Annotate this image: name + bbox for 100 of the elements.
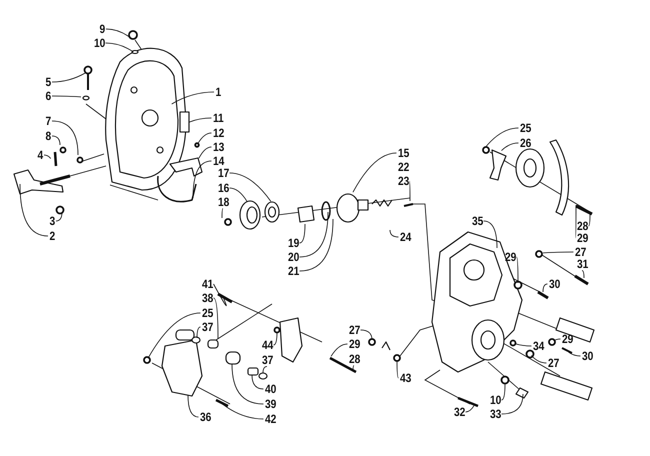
leader-line bbox=[229, 188, 248, 202]
linkage-drawing bbox=[143, 292, 303, 408]
callout-number: 40 bbox=[264, 382, 276, 396]
leader-line bbox=[501, 142, 519, 151]
leader-line bbox=[582, 270, 584, 278]
leader-line bbox=[262, 366, 268, 374]
leader-line bbox=[106, 28, 131, 38]
bolt-and-clip-drawing bbox=[329, 338, 401, 374]
callout-number: 1 bbox=[215, 86, 221, 98]
callout-number: 25 bbox=[202, 306, 213, 320]
callout-number: 14 bbox=[212, 154, 224, 168]
leader-line bbox=[198, 146, 212, 159]
leader-line bbox=[542, 252, 574, 254]
callout-number: 29 bbox=[348, 338, 360, 350]
callout-number: 4 bbox=[37, 148, 43, 162]
callout-number: 15 bbox=[398, 146, 409, 160]
leader-line bbox=[352, 365, 354, 372]
leader-line bbox=[222, 404, 264, 420]
callout-number: 5 bbox=[45, 76, 51, 88]
leader-line bbox=[588, 214, 590, 226]
callout-number: 44 bbox=[262, 338, 273, 352]
leader-line bbox=[484, 128, 519, 148]
leader-line bbox=[252, 374, 264, 390]
callout-number: 27 bbox=[348, 324, 360, 336]
callout-number: 10 bbox=[490, 394, 501, 406]
callout-number: 37 bbox=[202, 320, 213, 334]
leader-line bbox=[229, 172, 272, 202]
leader-line bbox=[198, 132, 212, 144]
leader-line bbox=[568, 352, 581, 356]
leader-line bbox=[222, 208, 224, 218]
gear-case-drawing bbox=[431, 231, 595, 408]
callout-number: 10 bbox=[94, 36, 105, 50]
callout-number: 36 bbox=[200, 410, 211, 424]
callout-number: 43 bbox=[400, 372, 411, 384]
callout-number: 41 bbox=[202, 278, 213, 290]
leader-line bbox=[514, 343, 532, 346]
callout-number: 28 bbox=[576, 220, 588, 232]
leader-line bbox=[213, 284, 227, 306]
leader-line bbox=[188, 394, 199, 418]
leader-line bbox=[52, 72, 86, 82]
callout-number: 38 bbox=[202, 292, 213, 304]
leader-line bbox=[299, 224, 306, 244]
leader-line bbox=[553, 338, 561, 342]
callout-number: 30 bbox=[548, 278, 560, 290]
leader-line bbox=[171, 92, 214, 104]
leader-line bbox=[192, 160, 212, 198]
leader-line bbox=[501, 394, 524, 414]
leader-line bbox=[390, 230, 399, 238]
leader-line bbox=[542, 284, 548, 292]
callout-number: 24 bbox=[400, 230, 411, 244]
callout-number: 29 bbox=[562, 332, 573, 346]
callout-number: 18 bbox=[218, 196, 229, 208]
leader-line bbox=[44, 154, 52, 159]
callout-number: 6 bbox=[45, 90, 51, 102]
callout-number: 37 bbox=[262, 354, 273, 366]
leader-line bbox=[352, 152, 397, 193]
callout-number: 16 bbox=[218, 182, 229, 194]
callout-number: 33 bbox=[490, 408, 501, 420]
leader-line bbox=[20, 184, 48, 236]
leader-line bbox=[465, 405, 474, 412]
callout-number: 17 bbox=[218, 166, 229, 180]
callout-number: 13 bbox=[212, 140, 224, 154]
callout-number: 22 bbox=[398, 160, 409, 174]
callout-number: 3 bbox=[49, 214, 55, 228]
leader-line bbox=[196, 326, 201, 338]
leader-line bbox=[360, 330, 372, 340]
callout-number: 25 bbox=[520, 122, 531, 134]
callout-number: 9 bbox=[99, 22, 105, 36]
callout-number: 30 bbox=[582, 350, 593, 362]
leader-line bbox=[299, 212, 328, 258]
callout-number: 26 bbox=[520, 136, 531, 150]
callout-number: 28 bbox=[348, 352, 360, 366]
leader-line bbox=[530, 355, 547, 364]
leader-line bbox=[330, 344, 348, 357]
callout-number: 2 bbox=[49, 230, 55, 242]
leader-line bbox=[409, 180, 410, 202]
callout-number: 27 bbox=[548, 356, 559, 370]
callout-number: 42 bbox=[264, 412, 276, 426]
leader-line bbox=[56, 212, 62, 222]
lever-drawing bbox=[13, 169, 70, 214]
callout-number: 11 bbox=[212, 112, 224, 124]
callout-number: 34 bbox=[532, 340, 544, 352]
leader-line bbox=[516, 256, 518, 284]
leader-line bbox=[148, 312, 201, 359]
callout-number: 32 bbox=[454, 406, 465, 418]
callout-number: 39 bbox=[264, 398, 276, 410]
leader-line bbox=[575, 204, 576, 238]
callout-number: 31 bbox=[576, 258, 588, 270]
leader-line bbox=[299, 218, 334, 272]
leader-line bbox=[273, 332, 278, 346]
callout-number: 12 bbox=[212, 126, 224, 140]
leader-line bbox=[501, 384, 506, 400]
leader-line bbox=[396, 360, 399, 378]
callout-number: 29 bbox=[576, 232, 588, 244]
callout-number: 20 bbox=[288, 250, 299, 264]
leader-line bbox=[483, 220, 498, 248]
leader-line bbox=[52, 120, 78, 156]
callout-number: 23 bbox=[398, 174, 409, 188]
leader-line bbox=[52, 96, 82, 98]
leader-line bbox=[52, 136, 60, 146]
